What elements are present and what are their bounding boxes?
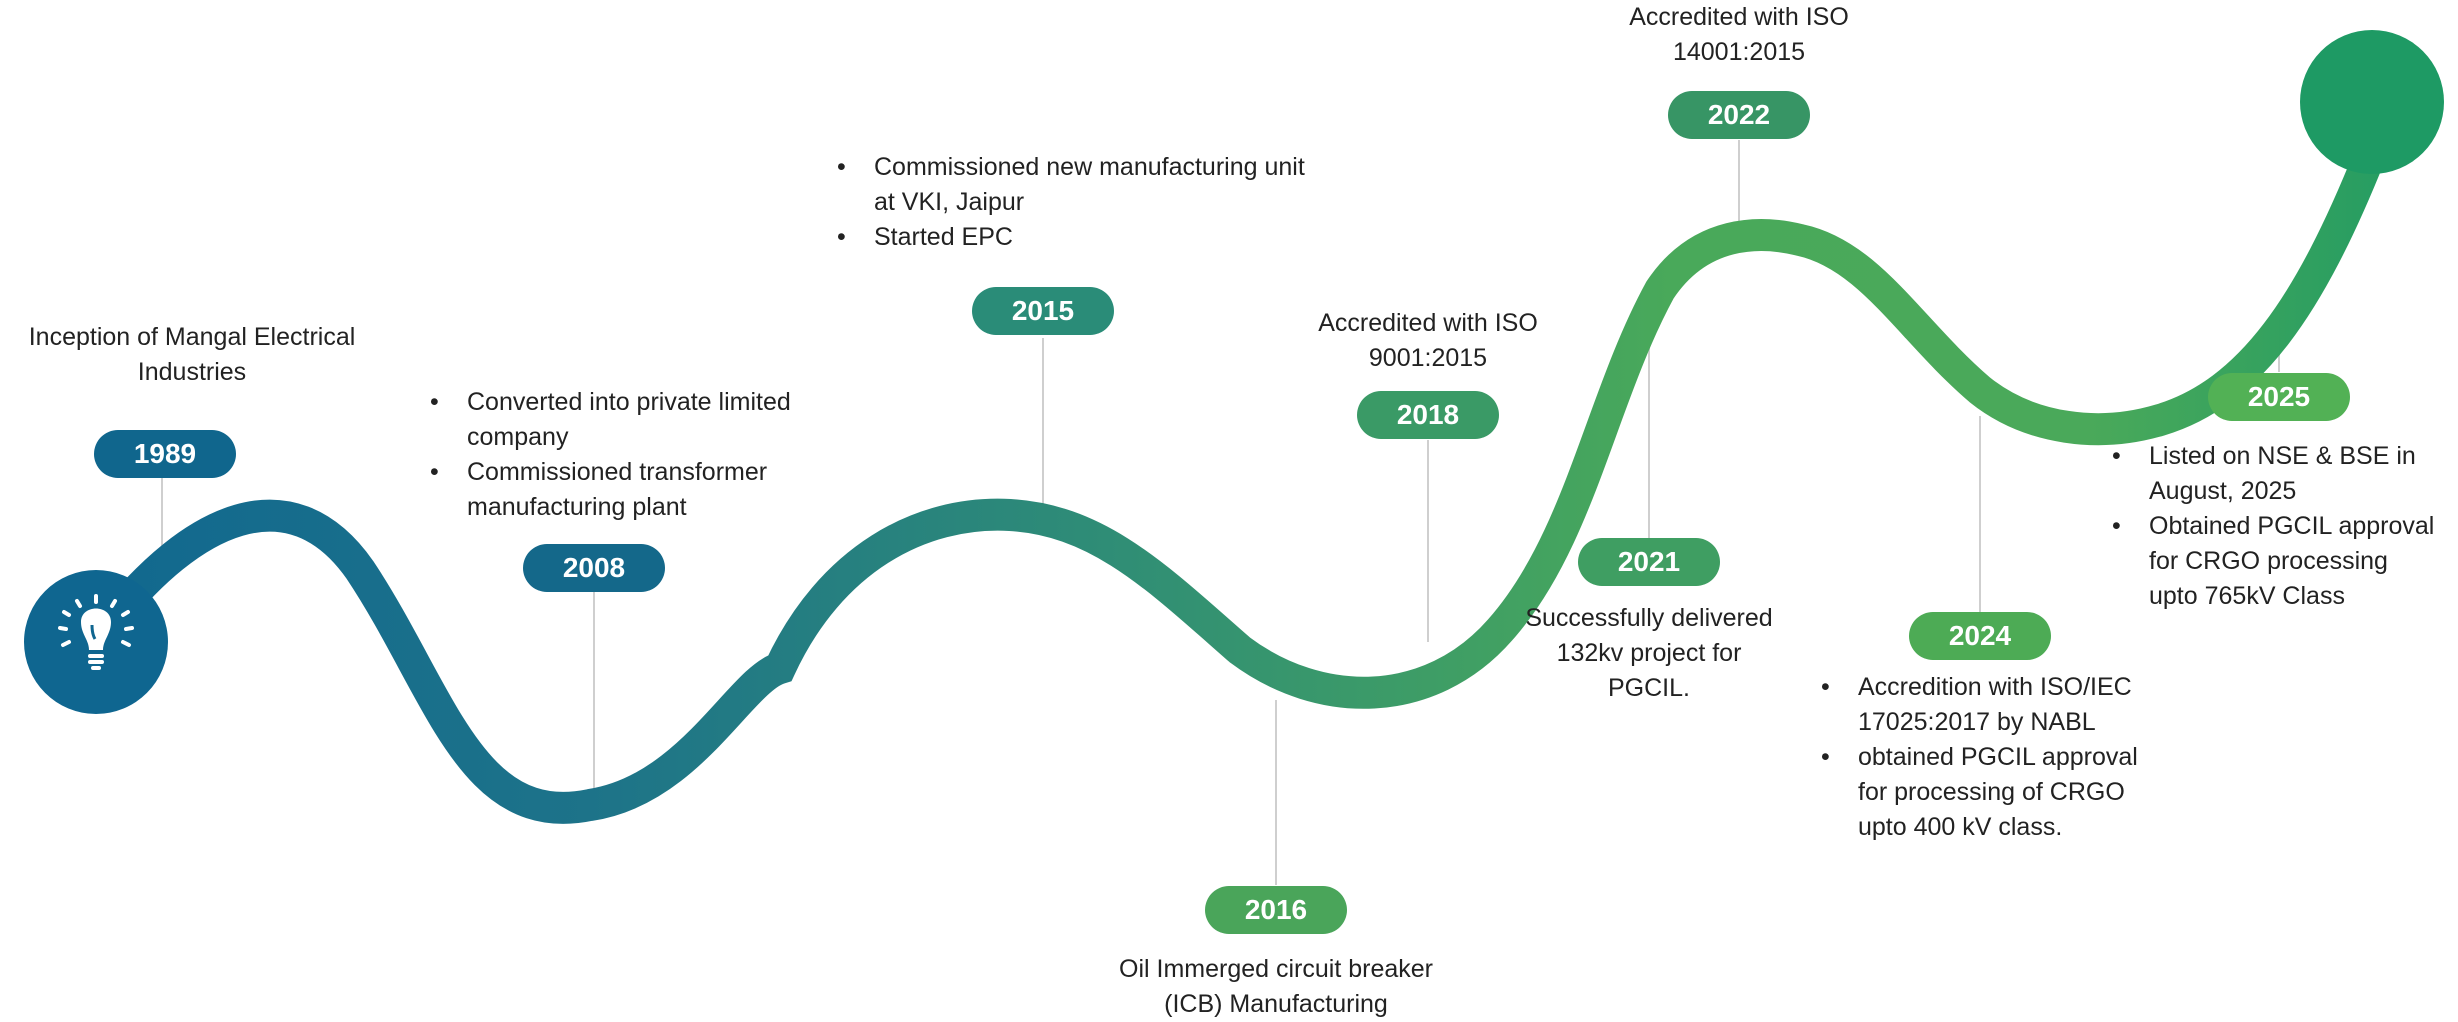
year-badge-2025: 2025	[2208, 373, 2350, 421]
milestone-text-2015: Commissioned new manufacturing unit at V…	[837, 150, 1307, 255]
bullet-item: Obtained PGCIL approval for CRGO process…	[2112, 509, 2442, 614]
year-badge-1989: 1989	[94, 430, 236, 478]
connector-lines	[161, 140, 2280, 885]
milestone-text-2018: Accredited with ISO 9001:2015	[1268, 306, 1588, 376]
bullet-item: Listed on NSE & BSE in August, 2025	[2112, 439, 2442, 509]
lightbulb-icon	[58, 594, 134, 670]
year-badge-2024: 2024	[1909, 612, 2051, 660]
note-line: Accredited with ISO	[1629, 3, 1849, 31]
bullet-item: Commissioned transformer manufacturing p…	[430, 455, 860, 525]
note-line: Inception of Mangal Electrical	[28, 323, 356, 351]
year-badge-2015: 2015	[972, 287, 1114, 335]
note-line: PGCIL.	[1608, 674, 1690, 702]
bullet-item: Commissioned new manufacturing unit at V…	[837, 150, 1307, 220]
milestone-text-2024: Accredition with ISO/IEC 17025:2017 by N…	[1821, 670, 2151, 845]
year-badge-2008: 2008	[523, 544, 665, 592]
bullet-item: Accredition with ISO/IEC 17025:2017 by N…	[1821, 670, 2151, 740]
bullet-item: obtained PGCIL approval for processing o…	[1821, 740, 2151, 845]
bullet-item: Started EPC	[837, 220, 1307, 255]
milestone-text-2008: Converted into private limited company C…	[430, 385, 860, 525]
wave-path	[94, 139, 2386, 824]
year-badge-2018: 2018	[1357, 391, 1499, 439]
milestone-text-2022: Accredited with ISO 14001:2015	[1589, 0, 1889, 70]
year-badge-2022: 2022	[1668, 91, 1810, 139]
milestone-text-2021: Successfully delivered 132kv project for…	[1499, 601, 1799, 706]
note-line: Industries	[137, 358, 247, 386]
note-line: 9001:2015	[1368, 344, 1488, 372]
milestone-text-2025: Listed on NSE & BSE in August, 2025 Obta…	[2112, 439, 2442, 614]
year-badge-2016: 2016	[1205, 886, 1347, 934]
note-line: (ICB) Manufacturing	[1164, 990, 1388, 1018]
milestone-text-2016: Oil Immerged circuit breaker (ICB) Manuf…	[1076, 952, 1476, 1022]
note-line: 132kv project for	[1556, 639, 1742, 667]
note-line: Oil Immerged circuit breaker	[1119, 955, 1433, 983]
end-circle	[2300, 30, 2444, 174]
note-line: Accredited with ISO	[1318, 309, 1538, 337]
bullet-item: Converted into private limited company	[430, 385, 860, 455]
note-line: Successfully delivered	[1525, 604, 1773, 632]
milestone-text-1989: Inception of Mangal Electrical Industrie…	[2, 320, 382, 390]
note-line: 14001:2015	[1672, 38, 1806, 66]
year-badge-2021: 2021	[1578, 538, 1720, 586]
